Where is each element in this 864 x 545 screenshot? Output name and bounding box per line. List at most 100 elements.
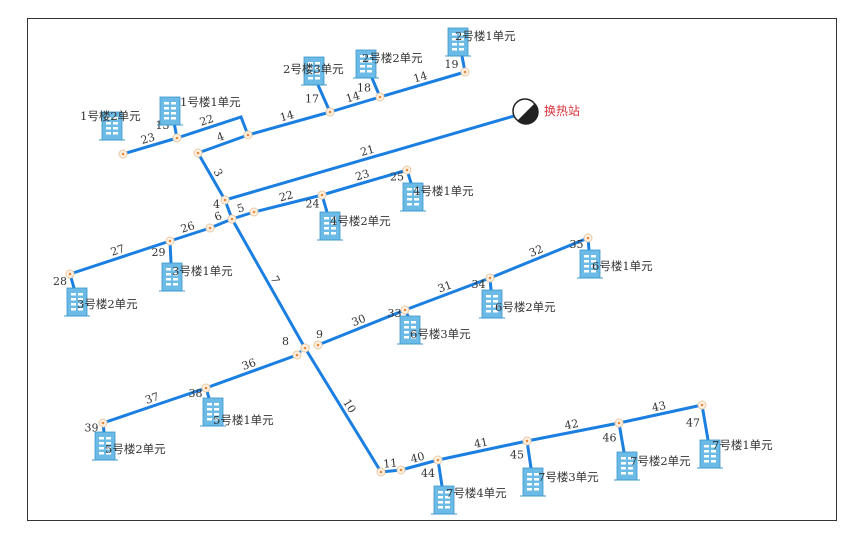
pipe-segment[interactable]: 14 [378,69,467,99]
pipe-label: 21 [359,143,376,159]
pipe-node[interactable] [65,269,75,279]
pipe-segment[interactable]: 23 [320,167,409,197]
pipe-node[interactable] [697,400,707,410]
building-icon [614,451,640,481]
pipe-node[interactable] [313,340,323,350]
pipe-segment[interactable]: 14 [246,108,332,137]
pipe-label: 10 [340,397,358,416]
pipe-node[interactable] [396,465,406,475]
building[interactable]: 5号楼1单元 [200,397,274,427]
pipe-segment[interactable]: 27 [68,239,172,276]
pipe-node[interactable] [300,343,310,353]
pipe-node[interactable] [292,350,302,360]
pipe-line [246,110,332,137]
building[interactable]: 7号楼4单元 [431,485,507,515]
pipe-line [196,151,227,202]
pipe-node[interactable] [317,190,327,200]
pipe-segment[interactable]: 7 [230,217,307,350]
pipe-segment[interactable]: 41 [436,435,529,462]
building[interactable]: 3号楼2单元 [64,287,138,317]
pipe-segment[interactable]: 45 [510,439,533,470]
pipe-node[interactable] [614,418,624,428]
pipe-segment[interactable]: 21 [223,114,516,202]
building[interactable]: 6号楼1单元 [577,249,653,279]
pipe-node[interactable] [485,273,495,283]
building-label: 7号楼4单元 [446,486,507,500]
building[interactable]: 6号楼2单元 [479,289,556,319]
pipe-node[interactable] [205,223,215,233]
building[interactable]: 4号楼2单元 [317,211,391,241]
pipe-segment[interactable]: 30 [316,308,407,347]
building[interactable]: 3号楼1单元 [159,262,233,292]
pipe-segment[interactable]: 32 [488,236,590,280]
building[interactable]: 7号楼2单元 [614,451,691,481]
pipe-label: 14 [278,108,295,124]
pipe-segment[interactable]: 10 [303,346,383,474]
pipe-line [316,83,332,114]
heat-station[interactable]: 换热站 [512,98,580,125]
building[interactable]: 1号楼2单元 [80,109,141,141]
pipe-label: 32 [527,242,545,259]
pipe-label: 33 [388,307,402,320]
building[interactable]: 4号楼1单元 [400,182,474,212]
building[interactable]: 7号楼3单元 [520,467,599,497]
pipe-segment[interactable]: 4 [196,130,250,155]
pipe-label: 40 [409,450,426,466]
building[interactable]: 7号楼1单元 [697,438,773,469]
pipe-line [316,308,407,347]
pipe-line [303,346,383,474]
building[interactable]: 2号楼1单元 [445,27,516,57]
pipe-node[interactable] [193,148,203,158]
pipe-node[interactable] [227,214,237,224]
pipe-segment[interactable]: 22 [175,112,250,140]
pipe-node[interactable] [325,107,335,117]
building-icon [400,182,426,212]
building[interactable]: 6号楼3单元 [397,315,471,345]
pipe-node[interactable] [402,165,412,175]
pipe-node[interactable] [172,133,182,143]
pipe-segment[interactable]: 17 [305,83,332,114]
pipe-node[interactable] [433,455,443,465]
pipe-node[interactable] [376,467,386,477]
pipe-segment[interactable]: 47 [686,403,710,442]
pipe-line [436,439,529,462]
pipe-node[interactable] [460,67,470,77]
building-icon [577,249,603,279]
building-label: 1号楼2单元 [80,109,141,123]
pipe-label: 39 [85,422,99,435]
pipe-node[interactable] [98,418,108,428]
pipe-node[interactable] [220,195,230,205]
building-label: 7号楼1单元 [712,438,773,452]
building[interactable]: 1号楼1单元 [157,95,241,126]
pipe-node[interactable] [165,236,175,246]
pipe-segment[interactable]: 22 [252,188,324,214]
pipe-segment[interactable]: 14 [328,89,382,114]
pipe-node[interactable] [201,383,211,393]
pipe-node[interactable] [249,207,259,217]
pipe-node[interactable] [243,130,253,140]
building[interactable]: 2号楼2单元 [353,49,423,79]
pipe-segment[interactable]: 36 [204,353,299,390]
pipe-node[interactable] [583,233,593,243]
pipe-segment[interactable]: 42 [525,417,621,443]
pipe-label: 27 [109,242,126,259]
building[interactable]: 5号楼2单元 [92,431,166,461]
pipe-segment[interactable]: 43 [617,399,704,425]
pipe-node[interactable] [375,92,385,102]
pipe-segment[interactable]: 46 [603,421,626,454]
pipe-line [252,193,324,214]
pipe-node[interactable] [118,149,128,159]
building[interactable]: 2号楼3单元 [283,56,344,86]
pipe-segment[interactable]: 37 [101,386,208,425]
pipe-line [403,276,492,312]
pipe-node[interactable] [522,436,532,446]
pipe-segment[interactable]: 23 [121,131,179,156]
pipe-label: 25 [390,171,404,184]
building-label: 3号楼2单元 [77,297,138,311]
pipe-segment[interactable]: 3 [196,151,227,202]
building-icon [520,467,546,497]
pipe-segment[interactable]: 26 [168,219,212,243]
pipe-segment[interactable]: 31 [403,276,492,312]
pipe-node[interactable] [400,305,410,315]
pipe-segment[interactable]: 40 [399,450,440,472]
